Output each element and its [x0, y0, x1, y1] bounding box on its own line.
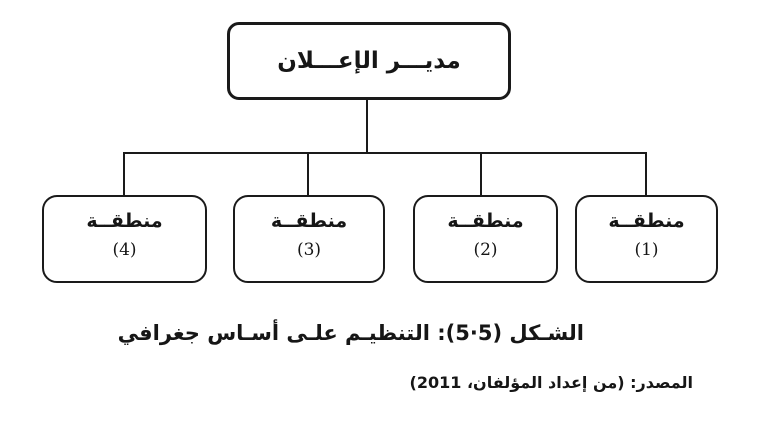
region-2-label: منطقــة — [447, 210, 524, 232]
region-box-2: منطقــة (2) — [413, 195, 558, 283]
connector-drop-region-4 — [123, 153, 125, 196]
connector-drop-region-2 — [480, 153, 482, 196]
figure-source: المصدر: (من إعداد المؤلفان، 2011) — [409, 373, 693, 392]
figure-caption: الشـكل (5·5): التنظيـم علـى أسـاس جغرافي — [117, 321, 584, 345]
region-2-number: (2) — [473, 240, 498, 260]
region-4-number: (4) — [112, 240, 137, 260]
region-box-1: منطقــة (1) — [575, 195, 718, 283]
org-root-label: مديـــر الإعـــلان — [277, 48, 461, 74]
connector-drop-region-1 — [645, 153, 647, 196]
connector-root-vertical — [366, 99, 368, 153]
region-1-number: (1) — [634, 240, 659, 260]
region-3-number: (3) — [296, 240, 322, 260]
region-box-3: منطقــة (3) — [233, 195, 385, 283]
connector-drop-region-3 — [307, 153, 309, 196]
connector-horizontal-bus — [123, 152, 647, 154]
region-1-label: منطقــة — [608, 210, 685, 232]
region-box-4: منطقــة (4) — [42, 195, 207, 283]
region-3-label: منطقــة — [270, 210, 348, 232]
region-4-label: منطقــة — [86, 210, 163, 232]
org-root-box: مديـــر الإعـــلان — [227, 22, 511, 100]
